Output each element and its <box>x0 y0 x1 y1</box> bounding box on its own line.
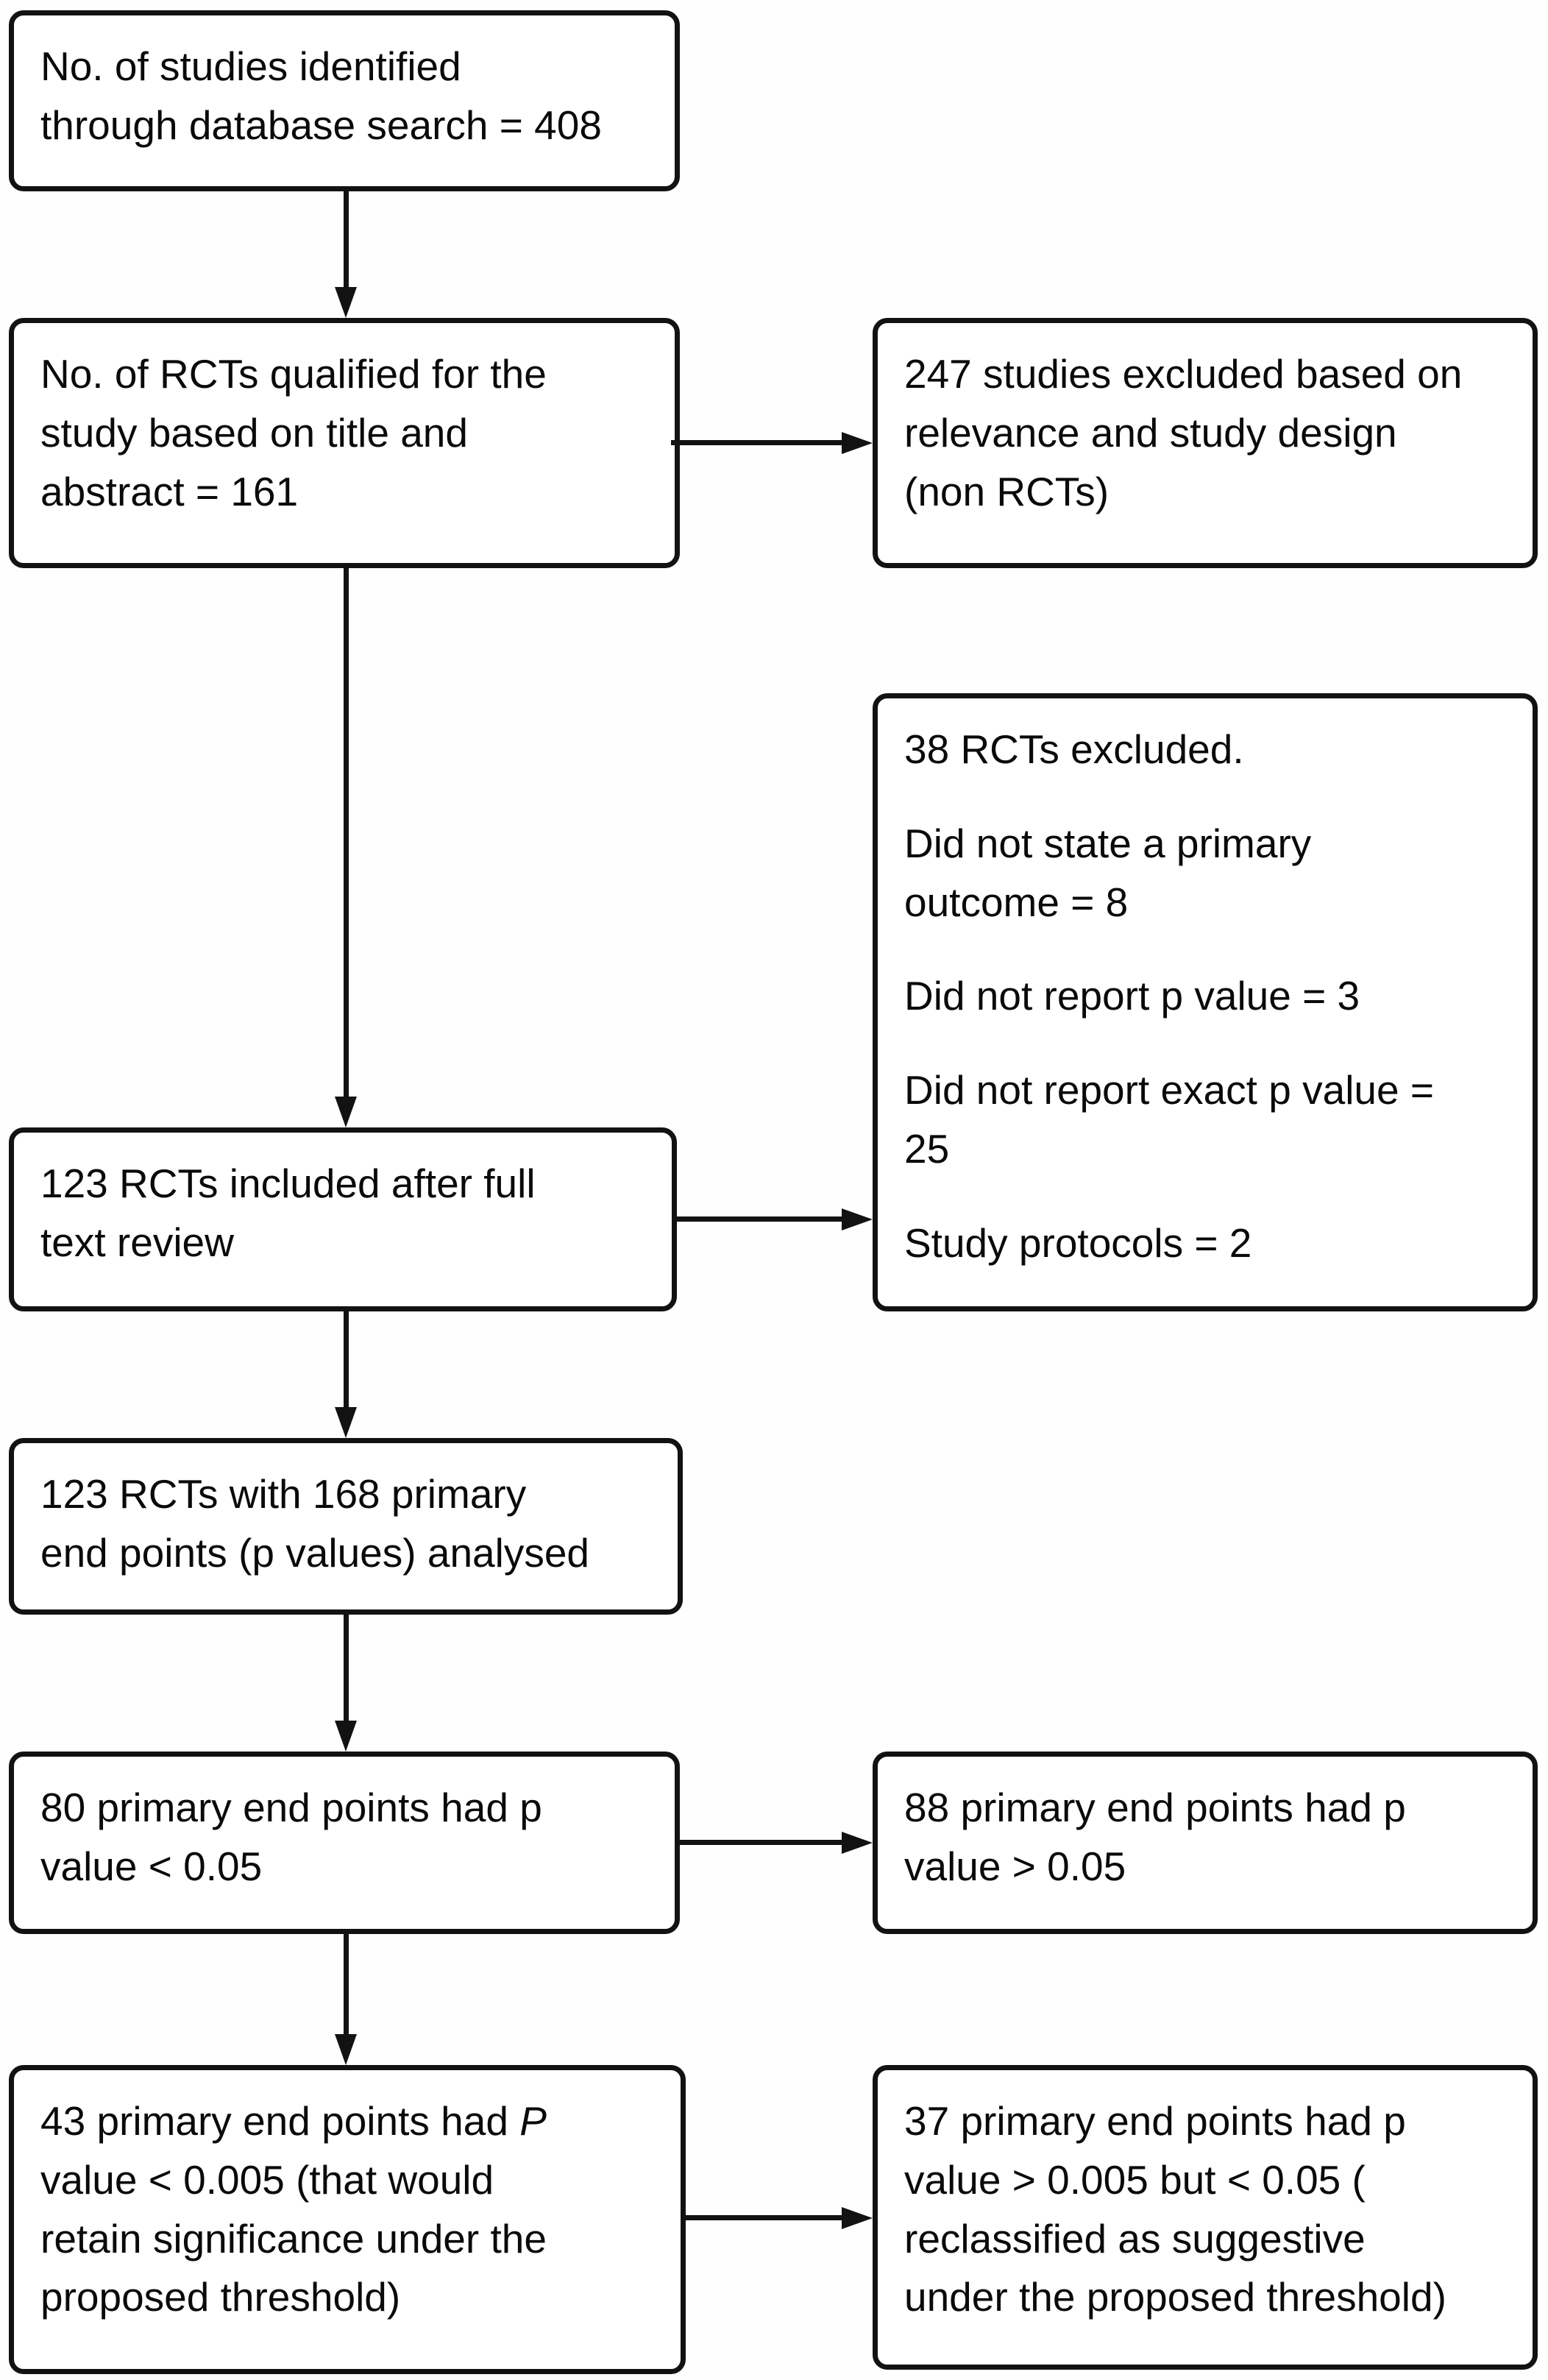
connector-qualified-to-excluded-line <box>671 440 843 445</box>
connector-retained-to-suggestive-line <box>684 2215 843 2220</box>
connector-analysed-to-significant-arrowhead <box>335 1721 357 1752</box>
connector-identified-to-qualified-arrowhead <box>335 287 357 318</box>
connector-included-to-analysed-line <box>344 1310 349 1409</box>
connector-included-to-rctsexcluded-arrowhead <box>842 1208 873 1230</box>
box-text: 38 RCTs excluded. <box>904 726 1244 772</box>
connector-retained-to-suggestive-arrowhead <box>842 2207 873 2229</box>
connector-included-to-rctsexcluded-line <box>675 1216 843 1222</box>
connector-significant-to-nonsignificant-arrowhead <box>842 1832 873 1854</box>
connector-significant-to-retained-arrowhead <box>335 2034 357 2065</box>
connector-qualified-to-included-arrowhead <box>335 1097 357 1127</box>
connector-significant-to-nonsignificant-line <box>678 1840 843 1845</box>
box-text: Study protocols = 2 <box>904 1219 1252 1266</box>
connector-identified-to-qualified-line <box>344 190 349 288</box>
connector-significant-to-retained-line <box>344 1933 349 2036</box>
connector-included-to-analysed-arrowhead <box>335 1407 357 1438</box>
connector-analysed-to-significant-line <box>344 1613 349 1722</box>
box-rcts-excluded: 38 RCTs excluded. Did not state a primary… <box>873 693 1538 1311</box>
connector-qualified-to-excluded-arrowhead <box>842 432 873 454</box>
box-text: Did not report p value = 3 <box>904 973 1360 1019</box>
connector-qualified-to-included-line <box>344 567 349 1098</box>
box-text: Did not report exact p value =25 <box>904 1067 1434 1172</box>
